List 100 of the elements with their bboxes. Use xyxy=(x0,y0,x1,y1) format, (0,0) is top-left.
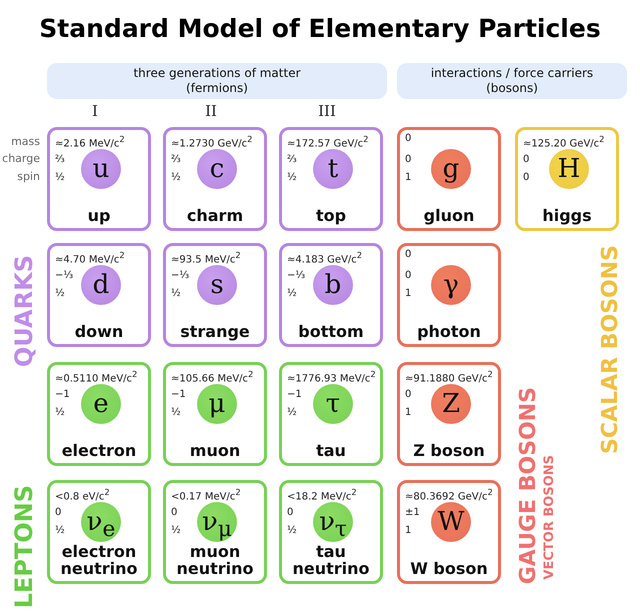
mass-value: ≈91.1880 GeV/c$^{2}$ xyxy=(405,368,493,386)
particle-name: photon xyxy=(416,323,482,340)
spin-value: 0 xyxy=(523,172,530,184)
category-sublabel: VECTOR BOSONS xyxy=(542,455,557,580)
charge-value: −⅓ xyxy=(55,270,74,282)
charge-value: ⅔ xyxy=(55,154,65,166)
particle-card xyxy=(279,362,383,466)
charge-value: −1 xyxy=(55,389,70,401)
mass-value: ≈1.2730 GeV/c$^{2}$ xyxy=(171,133,252,150)
category-label: QUARKS xyxy=(10,255,38,368)
mass-value: <0.17 MeV/c$^{2}$ xyxy=(171,486,241,504)
header-band: interactions / force carriers (bosons) xyxy=(397,63,627,99)
mass-value: ≈2.16 MeV/c$^{2}$ xyxy=(55,133,125,150)
particle-symbol: c xyxy=(197,149,237,189)
generation-numeral: II xyxy=(204,102,218,120)
particle-card xyxy=(279,127,383,231)
particle-symbol: ν$_{τ}$ xyxy=(313,502,353,542)
particle-symbol: μ xyxy=(197,384,237,424)
spin-value: ½ xyxy=(287,525,297,537)
category-label: LEPTONS xyxy=(10,485,38,608)
spin-value: ½ xyxy=(55,407,65,419)
mass-value: ≈4.70 MeV/c$^{2}$ xyxy=(55,249,125,266)
mass-value: ≈125.20 GeV/c$^{2}$ xyxy=(523,133,604,150)
particle-name: W boson xyxy=(409,560,489,577)
header-band: three generations of matter (fermions) xyxy=(47,63,387,99)
particle-symbol: t xyxy=(313,149,353,189)
particle-card xyxy=(515,127,619,231)
charge-value: 0 xyxy=(55,507,62,519)
charge-value: 0 xyxy=(405,270,412,282)
mass-value: ≈4.183 GeV/c$^{2}$ xyxy=(287,249,362,266)
category-label: SCALAR BOSONS xyxy=(598,245,623,454)
spin-value: ½ xyxy=(171,525,181,537)
mass-value: ≈172.57 GeV/c$^{2}$ xyxy=(287,133,368,150)
particle-symbol: W xyxy=(431,502,471,542)
charge-value: −1 xyxy=(287,389,302,401)
row-heading: spin xyxy=(16,170,40,183)
particle-name: electron xyxy=(60,442,138,459)
particle-name: gluon xyxy=(422,207,476,224)
particle-name: tau xyxy=(315,442,347,459)
spin-value: ½ xyxy=(287,407,297,419)
particle-name: top xyxy=(314,207,348,224)
particle-name: charm xyxy=(186,207,244,224)
particle-name: bottom xyxy=(297,323,365,340)
mass-value: <18.2 MeV/c$^{2}$ xyxy=(287,486,357,504)
spin-value: ½ xyxy=(55,288,65,300)
particle-name: strange xyxy=(179,323,251,340)
particle-symbol: ν$_{e}$ xyxy=(81,502,121,542)
mass-value: ≈80.3692 GeV/c$^{2}$ xyxy=(405,486,493,504)
particle-card xyxy=(47,243,151,347)
spin-value: ½ xyxy=(171,172,181,184)
charge-value: ⅔ xyxy=(287,154,297,166)
particle-symbol: b xyxy=(313,265,353,305)
particle-symbol: d xyxy=(81,265,121,305)
mass-value: ≈0.5110 MeV/c$^{2}$ xyxy=(55,368,138,386)
charge-value: ±1 xyxy=(405,507,420,519)
charge-value: 0 xyxy=(405,389,412,401)
charge-value: −⅓ xyxy=(287,270,306,282)
row-heading: mass xyxy=(10,135,40,148)
generation-numeral: I xyxy=(91,102,99,120)
charge-value: −⅓ xyxy=(171,270,190,282)
particle-name: tau neutrino xyxy=(291,543,371,577)
charge-value: 0 xyxy=(171,507,178,519)
spin-value: 1 xyxy=(405,525,412,537)
particle-card xyxy=(47,480,151,584)
spin-value: ½ xyxy=(55,525,65,537)
mass-value: ≈93.5 MeV/c$^{2}$ xyxy=(171,249,241,266)
particle-card xyxy=(163,480,267,584)
particle-card xyxy=(163,127,267,231)
particle-symbol: γ xyxy=(431,265,471,305)
generation-numeral: III xyxy=(317,102,337,120)
particle-symbol: s xyxy=(197,265,237,305)
mass-value: 0 xyxy=(405,133,412,145)
particle-card xyxy=(279,243,383,347)
particle-symbol: u xyxy=(81,149,121,189)
spin-value: ½ xyxy=(287,288,297,300)
particle-card xyxy=(163,243,267,347)
particle-card xyxy=(397,127,501,231)
particle-card xyxy=(47,127,151,231)
particle-symbol: H xyxy=(549,149,589,189)
charge-value: 0 xyxy=(405,154,412,166)
particle-card xyxy=(397,243,501,347)
particle-card xyxy=(279,480,383,584)
spin-value: ½ xyxy=(171,407,181,419)
particle-symbol: ν$_{μ}$ xyxy=(197,502,237,542)
particle-name: higgs xyxy=(541,207,593,224)
title: Standard Model of Elementary Particles xyxy=(38,14,602,43)
particle-name: electron neutrino xyxy=(59,543,139,577)
mass-value: <0.8 eV/c$^{2}$ xyxy=(55,486,110,504)
charge-value: 0 xyxy=(287,507,294,519)
mass-value: ≈105.66 MeV/c$^{2}$ xyxy=(171,368,254,386)
spin-value: ½ xyxy=(171,288,181,300)
particle-name: down xyxy=(74,323,124,340)
particle-symbol: Z xyxy=(431,384,471,424)
particle-name: muon xyxy=(188,442,242,459)
category-label: GAUGE BOSONS xyxy=(516,387,541,584)
mass-value: ≈1776.93 MeV/c$^{2}$ xyxy=(287,368,376,386)
charge-value: ⅔ xyxy=(171,154,181,166)
particle-symbol: e xyxy=(81,384,121,424)
mass-value: 0 xyxy=(405,249,412,261)
particle-name: muon neutrino xyxy=(175,543,255,577)
